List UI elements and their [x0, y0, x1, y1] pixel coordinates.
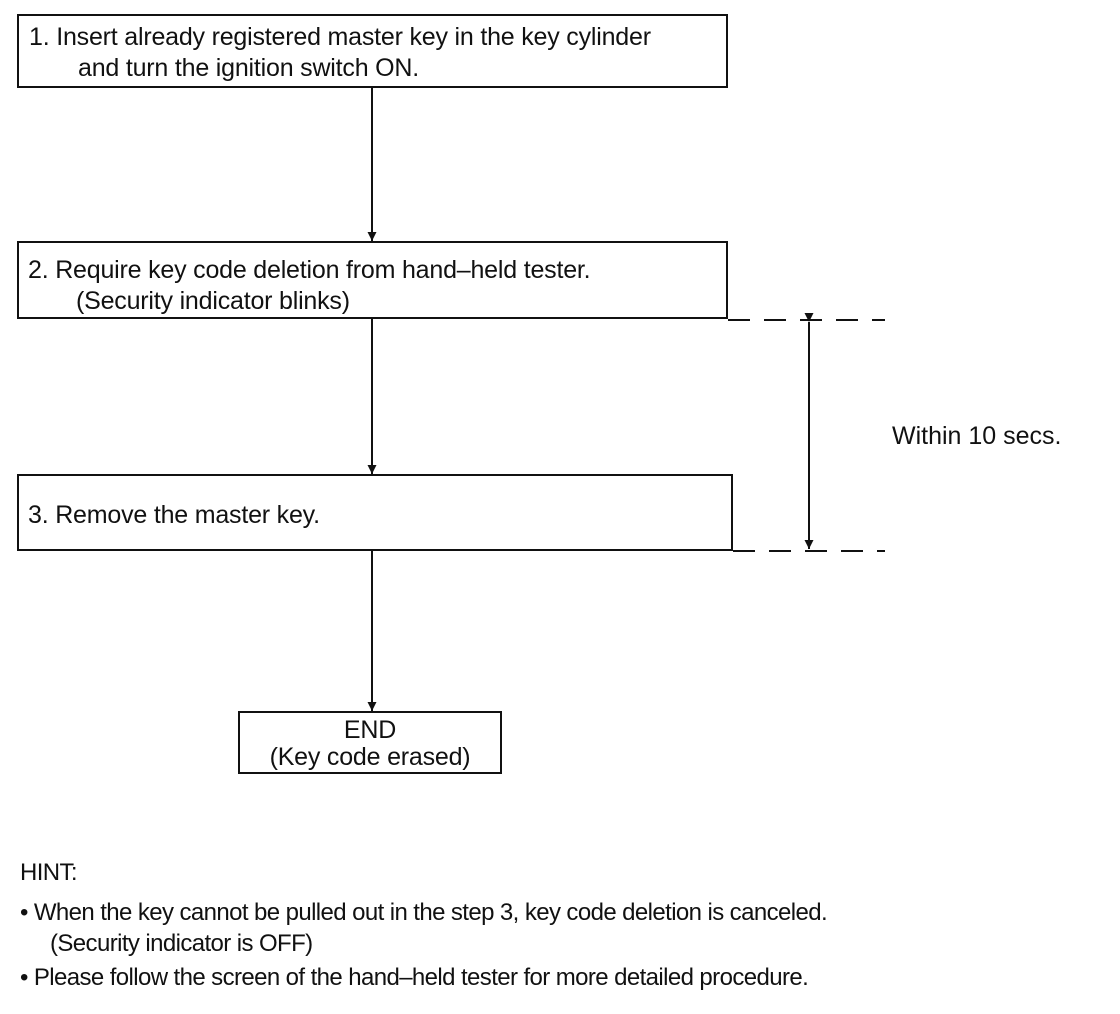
step-2-box: 2. Require key code deletion from hand–h… — [17, 241, 728, 319]
hint-item-1: • When the key cannot be pulled out in t… — [20, 899, 828, 926]
flow-connectors — [367, 88, 885, 711]
timing-label: Within 10 secs. — [892, 422, 1062, 450]
step-3-line-1: 3. Remove the master key. — [28, 501, 320, 529]
hint-title: HINT: — [20, 859, 78, 886]
step-3-box: 3. Remove the master key. — [17, 474, 733, 551]
end-box: END (Key code erased) — [238, 711, 502, 774]
hint-item-1-continuation: (Security indicator is OFF) — [50, 930, 313, 957]
end-title: END — [343, 716, 397, 744]
hint-section: HINT: • When the key cannot be pulled ou… — [20, 856, 1100, 995]
hint-item-2: • Please follow the screen of the hand–h… — [20, 964, 809, 991]
step-2-line-1: 2. Require key code deletion from hand–h… — [28, 256, 591, 284]
end-subtitle: (Key code erased) — [269, 743, 471, 771]
step-1-line-1: 1. Insert already registered master key … — [29, 23, 651, 51]
step-2-line-2: (Security indicator blinks) — [76, 287, 350, 315]
step-1-line-2: and turn the ignition switch ON. — [78, 54, 419, 82]
step-1-box: 1. Insert already registered master key … — [17, 14, 728, 88]
